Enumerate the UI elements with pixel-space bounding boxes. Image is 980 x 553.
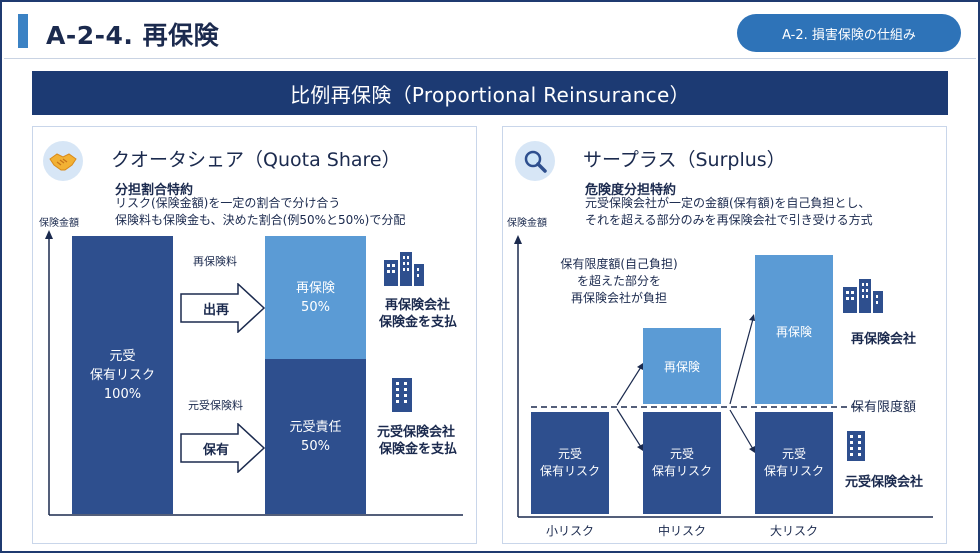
category-mid-risk: 中リスク [657,524,706,538]
quota-axes [45,230,463,516]
insurer-label-2: 保険金を支払 [379,442,458,457]
category-large-risk: 大リスク [769,524,818,538]
surplus-note-line3: 再保険会社が負担 [570,291,667,305]
retention-limit-label: 保有限度額 [851,400,917,415]
ceding-box-line2: 保有リスク [89,367,155,383]
ceding-box-line3: 100% [103,386,142,402]
large-retained-line1: 元受 [781,447,806,461]
mid-risk-reinsurance-box: 再保険 [643,328,721,404]
ceding-share-box: 元受責任 50% [265,359,366,514]
own-box-line2: 50% [301,438,330,454]
surplus-note-line1: 保有限度額(自己負担) [560,257,678,271]
cede-arrow-icon [180,283,266,333]
buildings-icon [843,279,883,313]
handshake-icon [43,141,83,181]
retain-arrow-label: 保有 [203,443,230,458]
reinsurance-premium-label: 再保険料 [193,255,237,268]
quota-title: クオータシェア（Quota Share） [111,149,401,171]
large-retained-line2: 保有リスク [763,464,824,478]
reins-box-line2: 50% [301,299,330,315]
surplus-axes [514,235,933,518]
building-icon [392,378,412,412]
own-box-line1: 元受責任 [289,419,342,435]
ceding-box-line1: 元受 [109,348,136,364]
surplus-desc-2: それを超える部分のみを再保険会社で引き受ける方式 [585,213,873,227]
mid-retained-line1: 元受 [669,447,694,461]
header-divider [4,58,976,59]
mid-retained-line2: 保有リスク [651,464,712,478]
quota-desc-2: 保険料も保険金も、決めた割合(例50%と50%)で分配 [115,213,406,227]
small-risk-retained-box: 元受 保有リスク [531,412,609,514]
surplus-title: サープラス（Surplus） [583,149,786,171]
surplus-reinsurer-label: 再保険会社 [851,332,917,347]
buildings-icon [384,252,424,286]
large-risk-retained-box: 元受 保有リスク [755,412,833,514]
quota-share-panel: クオータシェア（Quota Share） 分担割合特約 リスク(保険金額)を一定… [32,126,477,544]
reinsurer-label-1: 再保険会社 [385,298,451,313]
reinsurer-label-2: 保険金を支払 [379,315,458,330]
surplus-note-line2: を超えた部分を [576,274,661,288]
surplus-note: 保有限度額(自己負担) を超えた部分を 再保険会社が負担 [551,256,687,307]
mid-reins-label: 再保険 [663,359,700,374]
title-accent-bar [18,14,28,48]
page-title: A-2-4. 再保険 [46,21,220,50]
insurer-label-1: 元受保険会社 [377,425,456,440]
quota-y-axis-label: 保険金額 [39,218,79,229]
small-retained-line1: 元受 [557,447,582,461]
surplus-panel: サープラス（Surplus） 危険度分担特約 元受保険会社が一定の金額(保有額)… [502,126,947,544]
large-risk-reinsurance-box: 再保険 [755,255,833,404]
building-icon [847,431,865,461]
surplus-insurer-label: 元受保険会社 [845,475,924,490]
large-reins-label: 再保険 [775,325,812,339]
section-pill-button[interactable]: A-2. 損害保険の仕組み [737,14,961,52]
category-small-risk: 小リスク [545,524,594,538]
surplus-desc-1: 元受保険会社が一定の金額(保有額)を自己負担とし、 [585,196,871,210]
retain-arrow-icon [180,423,266,473]
ceding-retained-risk-box: 元受 保有リスク 100% [72,236,173,514]
magnifier-icon [515,141,555,181]
quota-subtitle: 分担割合特約 [115,183,194,198]
banner-title: 比例再保険（Proportional Reinsurance） [32,71,948,115]
surplus-y-axis-label: 保険金額 [507,218,547,229]
reins-box-line1: 再保険 [295,280,335,296]
reinsurance-share-box: 再保険 50% [265,236,366,359]
surplus-subtitle: 危険度分担特約 [585,183,677,198]
small-retained-line2: 保有リスク [539,464,600,478]
ceding-premium-label: 元受保険料 [188,399,243,412]
cede-arrow-label: 出再 [203,303,230,318]
quota-desc-1: リスク(保険金額)を一定の割合で分け合う [115,196,341,210]
mid-risk-retained-box: 元受 保有リスク [643,412,721,514]
